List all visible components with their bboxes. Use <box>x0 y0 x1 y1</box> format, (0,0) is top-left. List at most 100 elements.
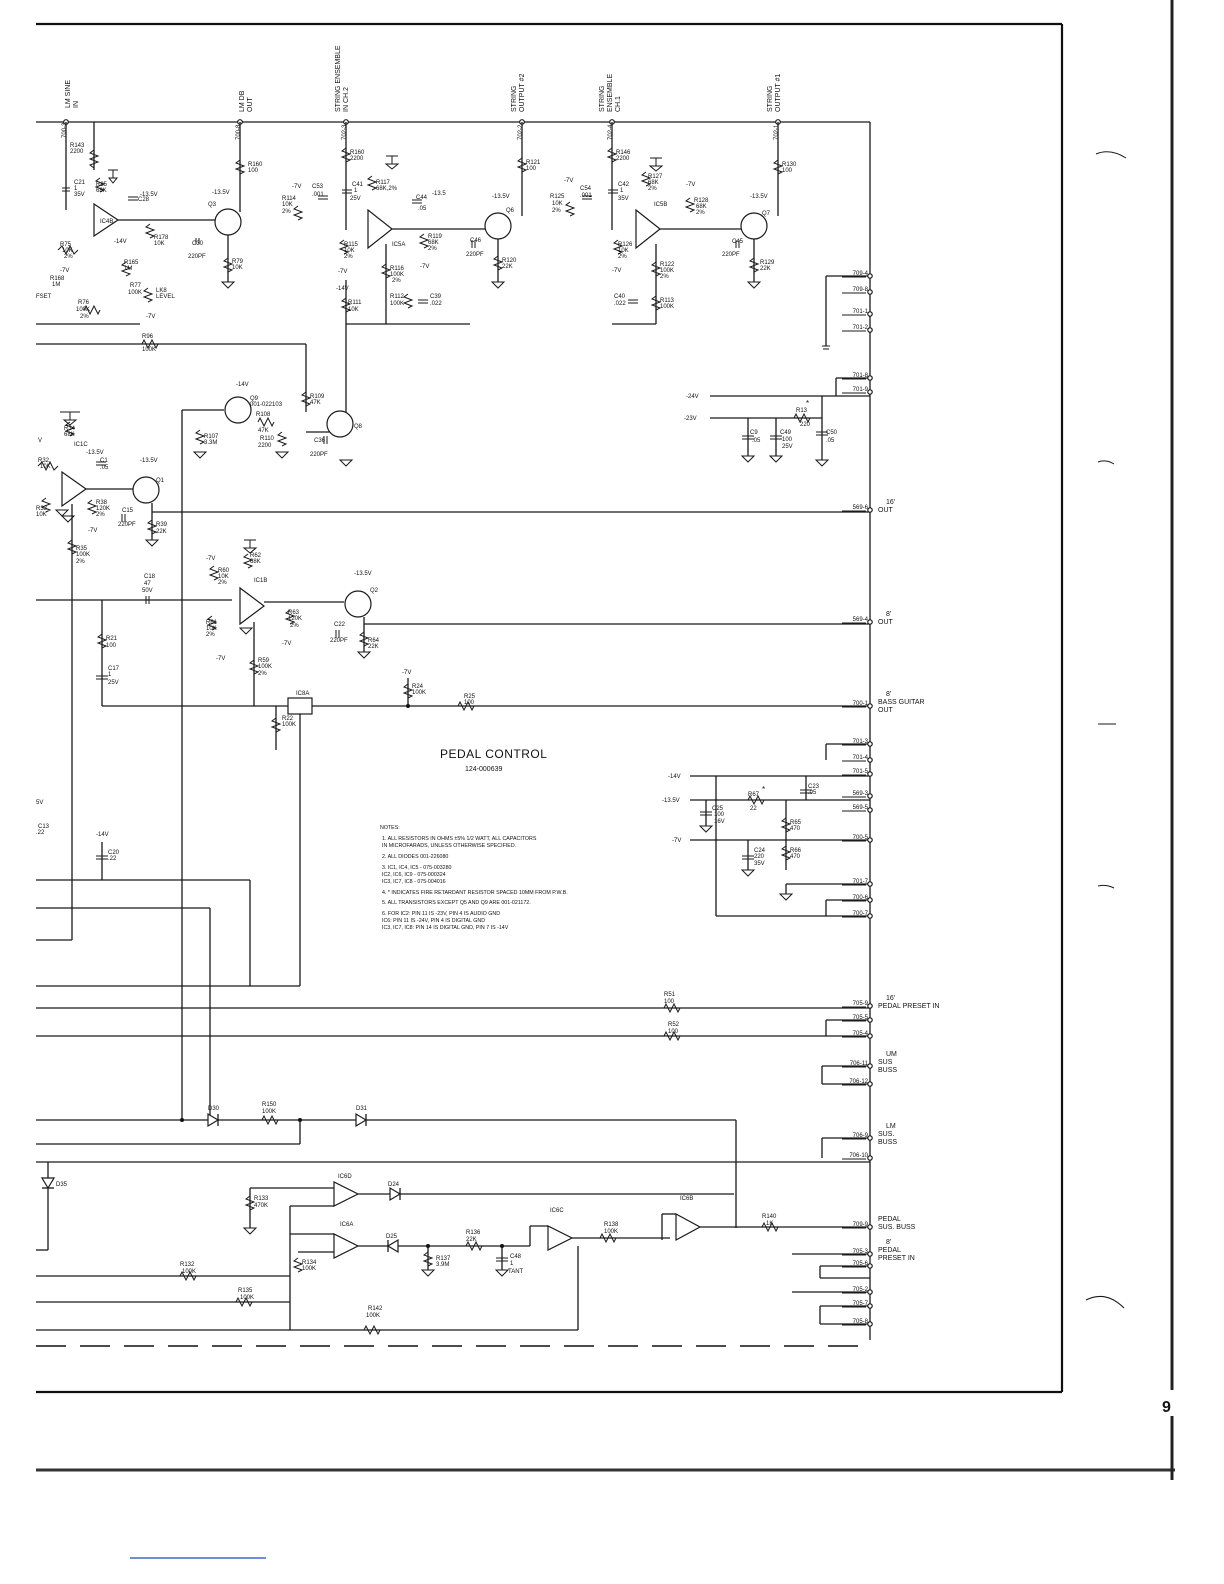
connector-function-label: PEDAL PRESET IN <box>878 1003 939 1010</box>
connector-function-label: PEDAL <box>878 1247 901 1254</box>
string-out-2-label-2: OUTPUT #2 <box>519 74 526 112</box>
svg-text:2%: 2% <box>96 512 105 518</box>
svg-text:10K: 10K <box>154 241 165 247</box>
note-line: IC2, IC6, IC9 - 075-000324 <box>382 872 446 878</box>
svg-text:R134: R134 <box>302 1260 317 1266</box>
svg-text:R135: R135 <box>238 1288 253 1294</box>
svg-text:Q6: Q6 <box>506 208 515 214</box>
svg-text:.05: .05 <box>826 438 835 444</box>
svg-text:R25: R25 <box>464 694 476 700</box>
svg-text:R115: R115 <box>344 242 359 248</box>
svg-text:R33: R33 <box>36 506 48 512</box>
svg-text:-7V: -7V <box>88 528 97 534</box>
note-line: 1. ALL RESISTORS IN OHMS ±5% 1/2 WATT, A… <box>382 836 537 842</box>
connector-pin-label: 700-5 <box>853 835 869 841</box>
svg-text:-7V: -7V <box>60 268 69 274</box>
svg-text:FSET: FSET <box>36 294 52 300</box>
svg-text:C53: C53 <box>312 184 324 190</box>
svg-text:C36: C36 <box>314 438 326 444</box>
svg-text:R178: R178 <box>154 235 169 241</box>
svg-text:22K: 22K <box>368 644 379 650</box>
connector-pin-label: 701-9 <box>853 387 869 393</box>
svg-text:R62: R62 <box>250 553 262 559</box>
connector-pin <box>867 1303 873 1309</box>
svg-text:D24: D24 <box>388 1182 400 1188</box>
svg-text:C40: C40 <box>614 294 626 300</box>
svg-text:Q8: Q8 <box>354 424 363 430</box>
svg-text:100K: 100K <box>302 1266 316 1272</box>
svg-text:120K: 120K <box>288 616 302 622</box>
connector-pin-label: 705-6 <box>853 1261 869 1267</box>
svg-text:-13.5V: -13.5V <box>492 194 510 200</box>
svg-text:2%: 2% <box>64 254 73 260</box>
svg-text:10K: 10K <box>344 248 355 254</box>
connector-function-label: 16' <box>886 995 895 1002</box>
svg-text:-14V: -14V <box>668 774 681 780</box>
svg-text:R137: R137 <box>436 1256 451 1262</box>
conn-702-1: 702-1 <box>774 124 780 140</box>
svg-text:.05: .05 <box>752 438 761 444</box>
svg-text:TANT: TANT <box>508 1269 524 1275</box>
connector-pin-label: 706-11 <box>850 1061 869 1067</box>
svg-text:100: 100 <box>526 166 537 172</box>
svg-text:.22: .22 <box>108 856 117 862</box>
note-line: IC3, IC7, IC8 - 075-004016 <box>382 879 446 885</box>
connector-pin-label: 700-6 <box>853 895 869 901</box>
svg-text:R32: R32 <box>38 458 50 464</box>
connector-pin <box>867 375 873 381</box>
note-line: IN MICROFARADS, UNLESS OTHERWISE SPECIFI… <box>382 843 516 849</box>
svg-text:.001: .001 <box>580 193 592 199</box>
connector-pin-label: 701-2 <box>853 325 869 331</box>
lm-sine-in-label-2: IN <box>73 101 80 108</box>
connector-pin-label: 705-3 <box>853 1249 869 1255</box>
connector-pin <box>867 1251 873 1257</box>
svg-text:2200: 2200 <box>258 443 272 449</box>
connector-function-label: LM <box>886 1123 896 1130</box>
note-line: IC6: PIN 11 IS -24V, PIN 4 IS DIGITAL GN… <box>382 918 485 924</box>
svg-text:R121: R121 <box>526 160 541 166</box>
svg-text:R107: R107 <box>204 434 219 440</box>
svg-text:D25: D25 <box>386 1234 398 1240</box>
svg-text:R129: R129 <box>760 260 775 266</box>
connector-pin-label: 701-7 <box>853 879 869 885</box>
svg-text:68K: 68K <box>250 559 261 565</box>
schematic-title: PEDAL CONTROL <box>440 747 547 761</box>
svg-text:470: 470 <box>790 826 801 832</box>
connector-function-label: OUT <box>878 619 894 626</box>
svg-text:C25: C25 <box>712 806 724 812</box>
svg-text:LEVEL: LEVEL <box>156 294 175 300</box>
connector-pin <box>867 837 873 843</box>
svg-text:100K: 100K <box>128 290 142 296</box>
svg-text:IC5A: IC5A <box>392 242 405 248</box>
svg-text:C18: C18 <box>144 574 156 580</box>
connector-pin <box>867 1224 873 1230</box>
svg-text:-14V: -14V <box>336 286 349 292</box>
svg-text:10K: 10K <box>348 307 359 313</box>
connector-function-label: SUS. <box>878 1131 894 1138</box>
r143-label: R143 <box>70 143 85 149</box>
connector-pin-label: 709-9 <box>853 1222 869 1228</box>
svg-text:.22: .22 <box>36 830 45 836</box>
stage-c13-c20: 5V C13 .22 -14V C20 .22 <box>36 800 300 1120</box>
connector-function-label: SUS. BUSS <box>878 1224 916 1231</box>
title-block: PEDAL CONTROL 124-000639 <box>440 747 547 773</box>
svg-text:2%: 2% <box>552 208 561 214</box>
string-ens-ch1-label-3: CH.1 <box>615 96 622 112</box>
connector-pin <box>867 793 873 799</box>
supply-23v: -23V <box>684 416 697 422</box>
conn-702-4: 702-4 <box>608 124 614 140</box>
svg-text:50V: 50V <box>142 588 153 594</box>
svg-text:R77: R77 <box>130 283 142 289</box>
svg-text:R75: R75 <box>60 242 72 248</box>
svg-text:IC6B: IC6B <box>680 1196 693 1202</box>
svg-text:R150: R150 <box>262 1102 277 1108</box>
svg-text:470: 470 <box>790 854 801 860</box>
svg-text:2%: 2% <box>392 278 401 284</box>
connector-pin <box>867 1263 873 1269</box>
svg-text:2%: 2% <box>218 580 227 586</box>
lm-sine-in-label-1: LM SINE <box>65 80 72 108</box>
connector-pin-label: 706-10 <box>849 1153 868 1159</box>
svg-text:R96: R96 <box>142 334 154 340</box>
svg-text:-7V: -7V <box>146 314 155 320</box>
